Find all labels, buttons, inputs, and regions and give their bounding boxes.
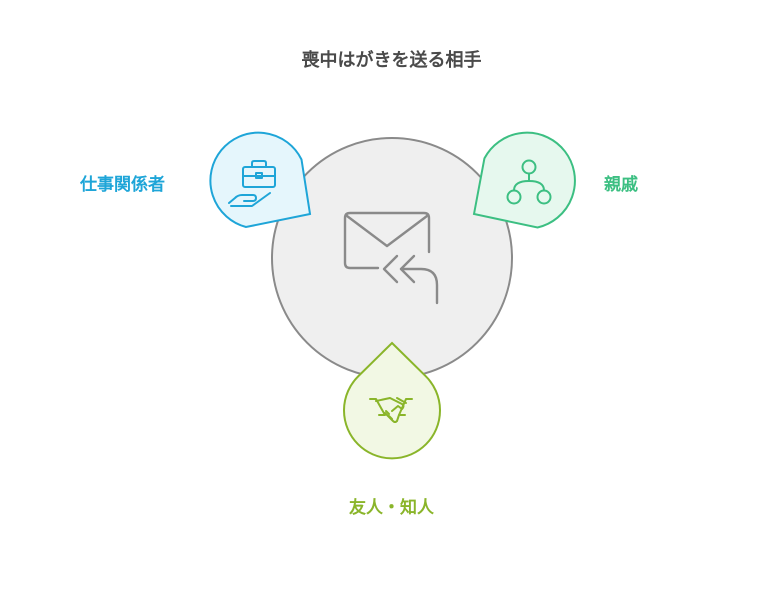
business-pin — [209, 131, 312, 229]
relatives-pin — [472, 131, 576, 229]
label-business-contacts: 仕事関係者 — [80, 175, 165, 195]
label-friends: 友人・知人 — [349, 498, 434, 518]
briefcase-hand-icon — [228, 160, 276, 207]
diagram-title: 喪中はがきを送る相手 — [301, 50, 482, 71]
family-tree-icon — [506, 159, 552, 205]
mail-reply-icon — [343, 211, 439, 305]
friends-pin — [343, 341, 441, 460]
handshake-icon — [369, 397, 413, 423]
label-relatives: 親戚 — [604, 175, 638, 195]
